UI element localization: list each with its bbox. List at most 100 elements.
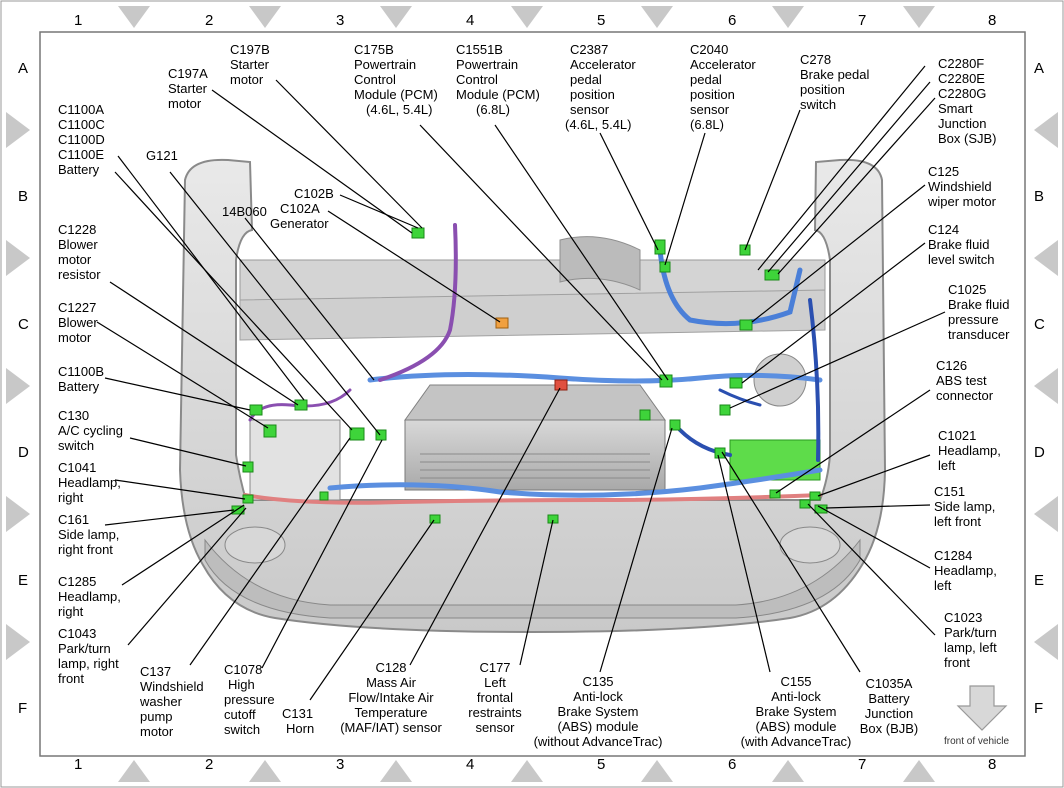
label-line: Control [354,72,396,87]
label-line: G121 [146,148,178,163]
label-line: Park/turn [944,625,997,640]
grid-col-1-top: 1 [74,12,83,29]
label-line: lamp, right [58,656,119,671]
grid-row-a-right: A [1034,60,1045,77]
label-line: Battery [58,162,100,177]
label-line: motor [58,330,92,345]
grid-row-d-right: D [1034,444,1045,461]
label-line: Brake fluid [948,297,1010,312]
label-line: position [570,87,615,102]
grid-col-7-bottom: 7 [858,756,867,773]
label-line: frontal [476,690,514,705]
label-line: connector [936,388,994,403]
label-line: (6.8L) [476,102,510,117]
label-line: level switch [928,252,995,267]
label-line: C197A [168,66,208,81]
grid-col-2-top: 2 [205,12,214,29]
label-line: Mass Air [366,675,416,690]
label-line: washer [140,694,182,709]
label-line: (4.6L, 5.4L) [565,117,632,132]
label-line: Horn [286,721,315,736]
label-line: C1023 [944,610,983,625]
grid-row-e-right: E [1034,572,1045,589]
label-line: motor [58,252,92,267]
label-line: (ABS) module [557,719,639,734]
label-line: C1021 [938,428,977,443]
label-line: C102B [294,186,334,201]
grid-row-f-right: F [1034,700,1044,717]
front-of-vehicle-label: front of vehicle [944,736,1010,747]
label-line: C1100B [58,364,105,379]
grid-col-6-top: 6 [728,12,737,29]
label-line: Windshield [140,679,204,694]
label-line: cutoff [224,707,256,722]
label-line: 14B060 [222,204,267,219]
label-line: Anti-lock [771,689,821,704]
label-line: C1025 [948,282,987,297]
label-line: C1035A [865,676,913,691]
label-line: Blower [58,315,98,330]
label-line: restraints [468,705,522,720]
label-line: Anti-lock [573,689,623,704]
label-line: left front [934,514,981,529]
label-line: C197B [230,42,270,57]
front-arrow-icon [956,685,1008,731]
label-line: motor [168,96,202,111]
label-line: C2040 [690,42,729,57]
label-line: right [58,604,84,619]
grid-row-e-left: E [18,572,29,589]
label-line: switch [800,97,837,112]
label-line: Flow/Intake Air [348,690,434,705]
frame-inner [39,31,1026,757]
grid-col-1-bottom: 1 [74,756,83,773]
grid-col-4-top: 4 [466,12,475,29]
label-line: Headlamp, [58,589,121,604]
grid-row-d-left: D [18,444,29,461]
label-line: Park/turn [58,641,111,656]
label-line: lamp, left [944,640,997,655]
label-line: front [944,655,971,670]
label-line: wiper motor [928,194,996,209]
label-line: C1284 [934,548,973,563]
label-line: C1285 [58,574,97,589]
label-line: Battery [58,379,100,394]
label-line: Headlamp, [934,563,997,578]
label-line: Accelerator [690,57,756,72]
label-line: C137 [140,664,172,679]
label-line: motor [230,72,264,87]
label-line: left [938,458,956,473]
label-line: Box (BJB) [859,721,919,736]
label-line: position [690,87,735,102]
label-line: Accelerator [570,57,636,72]
label-line: (4.6L, 5.4L) [366,102,433,117]
label-line: position [800,82,845,97]
label-line: C124 [928,222,960,237]
label-line: Left [484,675,506,690]
label-line: Starter [230,57,270,72]
grid-col-5-top: 5 [597,12,606,29]
label-line: (with AdvanceTrac) [740,734,852,749]
label-line: motor [140,724,174,739]
label-line: Temperature [354,705,428,720]
label-line: C1100C [58,117,105,132]
label-line: C1043 [58,626,97,641]
label-line: Smart [938,101,973,116]
